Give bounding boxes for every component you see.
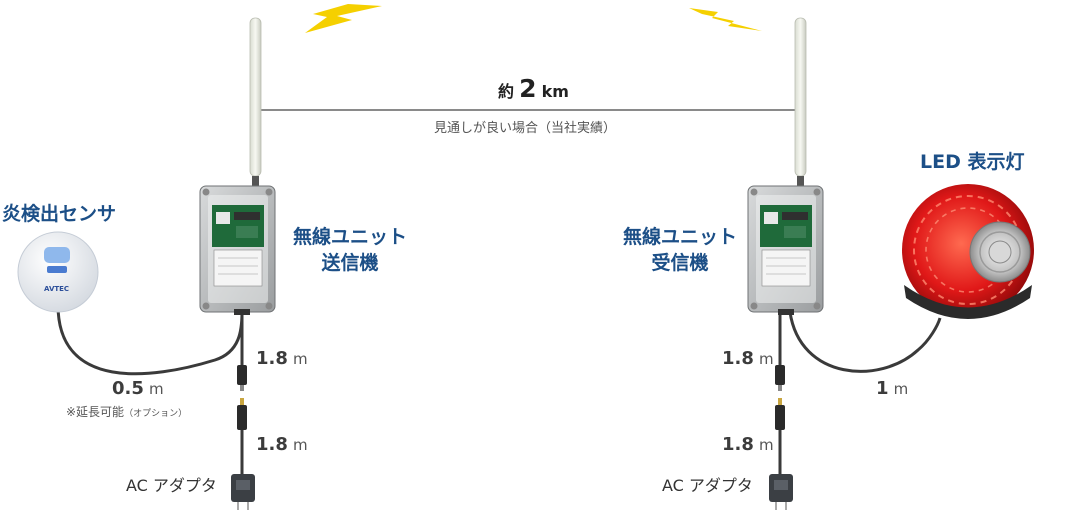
ac-adapter-right-icon — [769, 474, 793, 510]
lamp-cable — [788, 311, 942, 373]
sensor-brand-label: AVTEC — [44, 285, 70, 293]
ac-adapter-left-icon — [231, 474, 255, 510]
rx-lower-cable-unit: m — [758, 436, 774, 454]
transmitter-label-line2: 送信機 — [321, 252, 379, 274]
flame-sensor-label: 炎検出センサ — [2, 203, 117, 225]
lamp-cable-unit: m — [893, 380, 909, 398]
sensor-cable-note: ※延長可能（オプション） — [66, 406, 187, 419]
rx-plug-lower — [775, 398, 785, 430]
tx-lower-cable-unit: m — [292, 436, 308, 454]
tx-lower-cable-value: 1.8 — [256, 434, 288, 455]
sensor-cable-note-text: ※延長可能 — [66, 405, 125, 419]
sensor-cable-unit: m — [148, 380, 164, 398]
transmitter-unit — [199, 185, 276, 315]
rx-upper-cable-unit: m — [758, 350, 774, 368]
receiver-label-line1: 無線ユニット — [622, 226, 737, 248]
transmitter-antenna — [249, 17, 262, 188]
rx-lower-cable-value: 1.8 — [722, 434, 754, 455]
sensor-cable-note-option: （オプション） — [124, 409, 188, 419]
transmitter-label-line1: 無線ユニット — [292, 226, 407, 248]
ac-adapter-left-label: AC アダプタ — [126, 476, 217, 495]
distance-prefix: 約 — [498, 82, 515, 101]
lamp-cable-value: 1 — [876, 378, 889, 399]
tx-upper-cable-value: 1.8 — [256, 348, 288, 369]
lightning-bolt-right-icon — [689, 8, 762, 31]
tx-plug-lower — [237, 398, 247, 430]
distance-label: 約 2 km — [498, 76, 569, 101]
lightning-bolt-left-icon — [305, 4, 382, 33]
distance-unit: km — [541, 82, 569, 101]
sensor-cable — [56, 304, 244, 376]
flame-sensor-icon — [17, 231, 99, 313]
distance-note: 見通しが良い場合（当社実績） — [434, 121, 617, 136]
rx-upper-cable-value: 1.8 — [722, 348, 754, 369]
sensor-cable-length: 0.5 m — [112, 380, 164, 398]
rx-upper-cable-length: 1.8 m — [722, 350, 774, 368]
led-lamp-label: LED 表示灯 — [920, 151, 1025, 173]
rx-lower-cable-length: 1.8 m — [722, 436, 774, 454]
receiver-unit — [747, 185, 824, 315]
rx-plug-upper — [775, 365, 785, 391]
ac-adapter-right-label: AC アダプタ — [662, 476, 753, 495]
receiver-antenna — [794, 17, 807, 188]
tx-upper-cable-unit: m — [292, 350, 308, 368]
tx-upper-cable-length: 1.8 m — [256, 350, 308, 368]
led-lamp-icon — [902, 184, 1034, 319]
tx-plug-upper — [237, 365, 247, 391]
receiver-label-line2: 受信機 — [651, 252, 709, 274]
lamp-cable-length: 1 m — [876, 380, 908, 398]
sensor-cable-value: 0.5 — [112, 378, 144, 399]
distance-value: 2 — [519, 74, 537, 103]
tx-lower-cable-length: 1.8 m — [256, 436, 308, 454]
